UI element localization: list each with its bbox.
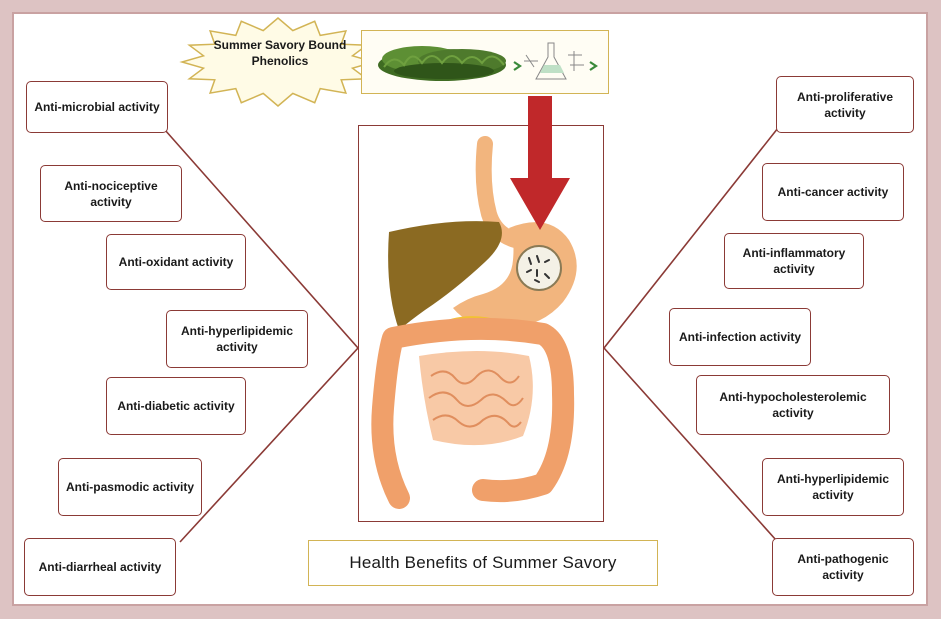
diagram-title-box: Health Benefits of Summer Savory xyxy=(308,540,658,586)
summer-savory-herb-icon xyxy=(378,46,506,81)
left-activity-label: Anti-oxidant activity xyxy=(118,255,234,269)
right-activity-box: Anti-infection activity xyxy=(669,308,811,366)
liver-shape xyxy=(388,221,502,330)
left-activity-label: Anti-diabetic activity xyxy=(117,399,235,413)
starburst-shape xyxy=(179,17,377,107)
large-intestine-shape xyxy=(371,317,575,509)
right-activity-label: Anti-infection activity xyxy=(678,330,801,344)
right-activity-box: Anti-hypocholesterolemic activity xyxy=(696,375,890,435)
diagram-title: Health Benefits of Summer Savory xyxy=(349,553,617,572)
right-activity-box: Anti-cancer activity xyxy=(762,163,904,221)
left-activity-label: Anti-microbial activity xyxy=(34,100,160,114)
left-activity-box: Anti-oxidant activity xyxy=(106,234,246,290)
right-activity-label: Anti-proliferative activity xyxy=(796,89,893,120)
right-activity-label: Anti-pathogenic activity xyxy=(797,552,889,582)
capsule-particles xyxy=(526,255,550,283)
left-activity-box: Anti-pasmodic activity xyxy=(58,458,202,516)
left-activity-box: Anti-microbial activity xyxy=(26,81,168,133)
digestive-system-frame xyxy=(358,125,604,522)
left-activity-box: Anti-diabetic activity xyxy=(106,377,246,435)
left-activity-box: Anti-diarrheal activity xyxy=(24,538,176,596)
right-activity-label: Anti-hypocholesterolemic activity xyxy=(719,390,867,420)
right-activity-box: Anti-proliferative activity xyxy=(776,76,914,133)
right-bracket-lines xyxy=(602,127,779,541)
extraction-arrow-icon xyxy=(513,61,598,71)
herb-illustration xyxy=(378,42,598,81)
digestive-system-illustration xyxy=(371,136,577,509)
left-activity-label: Anti-nociceptive activity xyxy=(64,178,158,209)
right-activity-box: Anti-pathogenic activity xyxy=(772,538,914,596)
intake-arrow-icon xyxy=(510,96,570,230)
right-activity-label: Anti-inflammatory activity xyxy=(742,246,846,276)
right-activity-box: Anti-inflammatory activity xyxy=(724,233,864,289)
intake-arrow xyxy=(510,96,570,230)
left-activity-box: Anti-nociceptive activity xyxy=(40,165,182,222)
left-activity-label: Anti-hyperlipidemic activity xyxy=(180,324,293,354)
right-activity-box: Anti-hyperlipidemic activity xyxy=(762,458,904,516)
phenolic-capsule-icon xyxy=(516,245,562,291)
left-activity-label: Anti-pasmodic activity xyxy=(65,480,195,494)
starburst-label: Summer Savory Bound Phenolics xyxy=(213,38,347,68)
left-activity-label: Anti-diarrheal activity xyxy=(38,560,162,574)
small-intestine-coils xyxy=(428,369,524,428)
right-activity-label: Anti-hyperlipidemic activity xyxy=(776,472,889,502)
small-intestine-shape xyxy=(419,351,533,446)
extraction-box xyxy=(361,30,609,94)
esophagus-shape xyxy=(475,136,523,248)
right-activity-label: Anti-cancer activity xyxy=(777,185,889,199)
lab-flask-icon xyxy=(524,42,584,80)
left-activity-box: Anti-hyperlipidemic activity xyxy=(166,310,308,368)
